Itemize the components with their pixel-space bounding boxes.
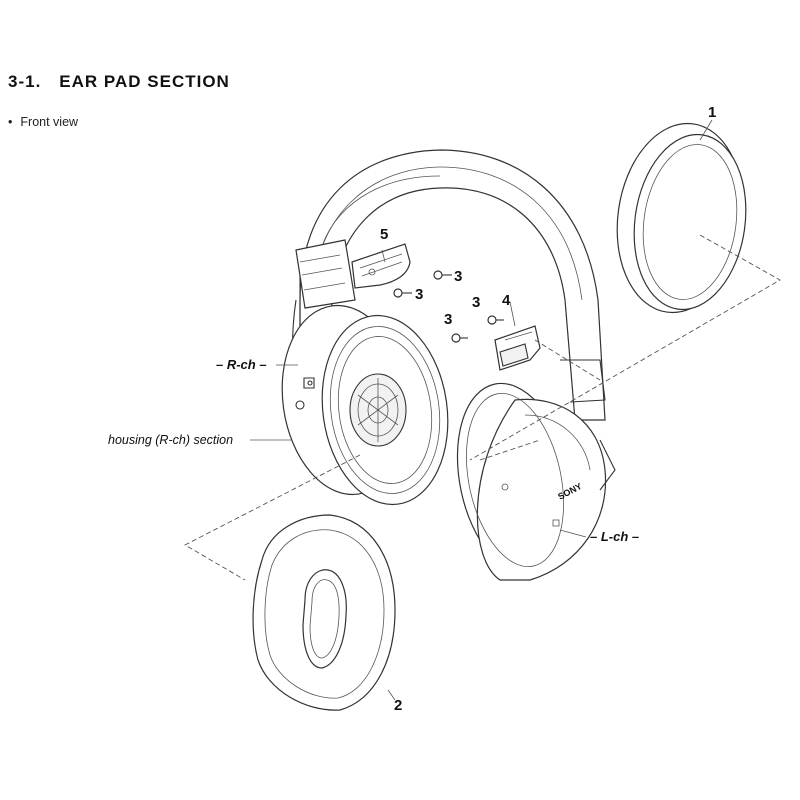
label-part-1: 1	[708, 104, 716, 121]
label-part-3d: 3	[444, 311, 452, 328]
screw-3a	[433, 270, 452, 280]
view-subtitle: • Front view	[8, 115, 78, 129]
section-title-text: EAR PAD SECTION	[59, 72, 230, 91]
view-bullet: •	[8, 115, 13, 129]
section-title: 3-1. EAR PAD SECTION	[8, 72, 230, 92]
ear-pad-lch	[616, 122, 747, 314]
label-part-5: 5	[380, 226, 388, 243]
label-part-4: 4	[502, 292, 511, 309]
label-part-3a: 3	[454, 268, 462, 285]
label-l-ch: – L-ch –	[590, 529, 639, 544]
housing-rch	[281, 304, 449, 506]
bracket-4	[494, 325, 541, 371]
leader-lines	[184, 119, 781, 701]
label-r-ch: – R-ch –	[216, 357, 267, 372]
screw-3d	[451, 333, 468, 343]
label-part-3b: 3	[415, 286, 423, 303]
view-label: Front view	[20, 115, 79, 129]
section-number: 3-1.	[8, 72, 42, 91]
ear-pad-rch	[252, 514, 396, 711]
screw-3c	[487, 315, 504, 325]
bracket-5	[351, 243, 411, 289]
screws-3	[393, 270, 504, 343]
screw-3b	[393, 288, 412, 298]
slider-r	[291, 239, 356, 411]
label-part-3c: 3	[472, 294, 480, 311]
label-part-2: 2	[394, 697, 402, 714]
housing-lch	[456, 382, 616, 581]
label-housing-rch: housing (R-ch) section	[108, 433, 233, 447]
